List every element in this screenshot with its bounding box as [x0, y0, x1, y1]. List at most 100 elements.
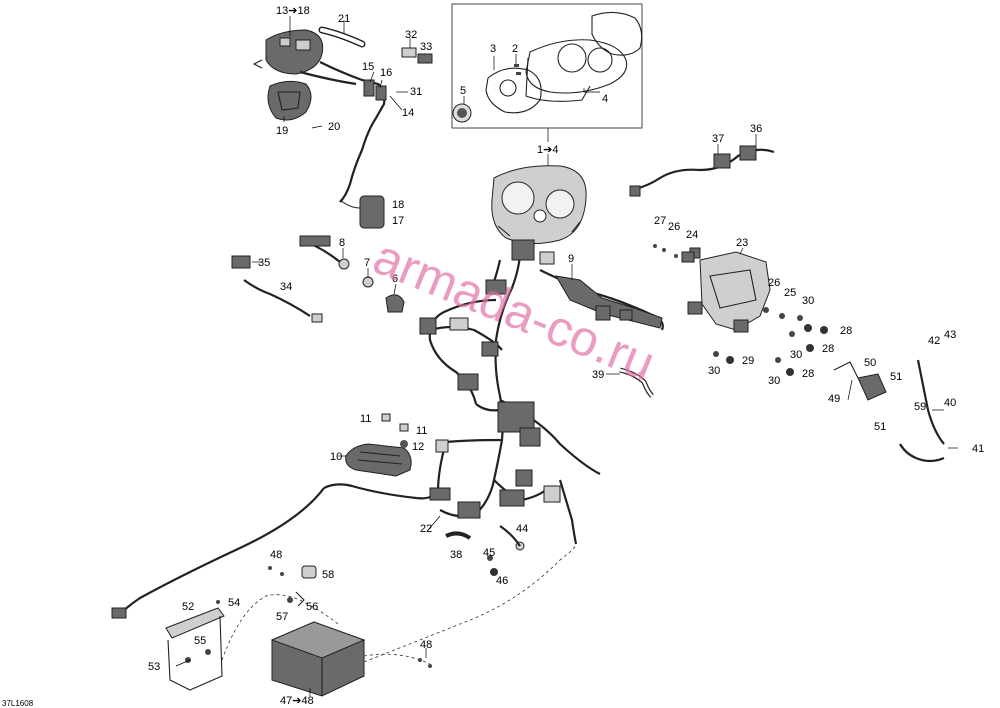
label-30d: 30	[768, 375, 780, 387]
label-51a: 51	[890, 371, 902, 383]
label-30a: 30	[802, 295, 814, 307]
screw-part	[514, 64, 521, 75]
label-20: 20	[328, 121, 340, 133]
label-2: 2	[512, 43, 518, 55]
gauge-housing-part	[525, 39, 628, 102]
connector-15-16	[363, 79, 387, 101]
connector-8-part	[299, 235, 350, 270]
label-56: 56	[306, 601, 318, 613]
label-10: 10	[330, 451, 342, 463]
switch-wire	[319, 61, 386, 203]
label-3: 3	[490, 43, 496, 55]
switch-18-17-part	[339, 195, 385, 229]
callout-labels: 13➔18 21 32 33 15 16 31 14 19 20 18 17 3…	[2, 5, 984, 708]
label-44: 44	[516, 523, 528, 535]
label-15: 15	[362, 61, 374, 73]
handlebar-switch-housing	[252, 29, 324, 75]
label-6: 6	[392, 273, 398, 285]
label-58: 58	[322, 569, 334, 581]
battery-part	[270, 621, 366, 697]
battery-dashed-lines	[221, 543, 577, 665]
hardware-56-58	[268, 565, 317, 607]
label-35: 35	[258, 257, 270, 269]
diagram-code: 37L1608	[2, 699, 34, 708]
hardware-11-12	[381, 413, 409, 448]
label-32: 32	[405, 29, 417, 41]
label-26a: 26	[668, 221, 680, 233]
rocker-switch-part	[231, 255, 251, 269]
label-36: 36	[750, 123, 762, 135]
gauge-lens	[485, 67, 542, 114]
label-22: 22	[420, 523, 432, 535]
part-38	[445, 531, 472, 540]
gauge-cluster-part	[491, 165, 587, 244]
label-33: 33	[420, 41, 432, 53]
wire-36-37	[629, 145, 775, 197]
label-40: 40	[944, 397, 956, 409]
fuse-box-part	[555, 275, 663, 329]
label-30c: 30	[708, 365, 720, 377]
label-42: 42	[928, 335, 940, 347]
label-31: 31	[410, 86, 422, 98]
label-48a: 48	[270, 549, 282, 561]
voltage-regulator-part	[345, 443, 412, 477]
label-49: 49	[828, 393, 840, 405]
label-1-4: 1➔4	[537, 144, 558, 156]
label-37: 37	[712, 133, 724, 145]
label-53: 53	[148, 661, 160, 673]
label-46: 46	[496, 575, 508, 587]
label-54: 54	[228, 597, 240, 609]
gauge-gasket-ring	[591, 11, 643, 56]
label-12: 12	[412, 441, 424, 453]
label-45: 45	[483, 547, 495, 559]
harness-connectors	[111, 239, 561, 619]
sensor-50-part	[833, 361, 887, 401]
label-25: 25	[784, 287, 796, 299]
label-29: 29	[742, 355, 754, 367]
label-28b: 28	[822, 343, 834, 355]
label-57: 57	[276, 611, 288, 623]
small-gauge-part	[452, 103, 472, 123]
label-17: 17	[392, 215, 404, 227]
label-55: 55	[194, 635, 206, 647]
label-30b: 30	[790, 349, 802, 361]
label-28c: 28	[802, 368, 814, 380]
label-43: 43	[944, 329, 956, 341]
label-38: 38	[450, 549, 462, 561]
label-51b: 51	[874, 421, 886, 433]
label-39: 39	[592, 369, 604, 381]
label-47-48: 47➔48	[280, 695, 314, 707]
battery-bracket-part	[165, 600, 225, 691]
bracket-23-part	[687, 247, 771, 333]
hardware-48-right	[418, 658, 432, 668]
label-24: 24	[686, 229, 698, 241]
key-switch-parts	[362, 276, 405, 313]
label-4: 4	[602, 93, 608, 105]
label-21: 21	[338, 13, 350, 25]
gauge-inset-frame	[451, 3, 643, 129]
label-28a: 28	[840, 325, 852, 337]
label-9: 9	[568, 253, 574, 265]
label-26b: 26	[768, 277, 780, 289]
label-11b: 11	[416, 425, 427, 437]
label-8: 8	[339, 237, 345, 249]
hardware-44-46	[487, 525, 525, 576]
switch-base-part	[267, 80, 312, 121]
wire-34	[243, 279, 311, 317]
label-34: 34	[280, 281, 292, 293]
label-52: 52	[182, 601, 194, 613]
hardware-25-30	[713, 307, 828, 376]
label-48b: 48	[420, 639, 432, 651]
label-50: 50	[864, 357, 876, 369]
hardware-26-27	[653, 244, 678, 258]
label-7: 7	[364, 257, 370, 269]
label-16: 16	[380, 67, 392, 79]
connector-pair-part	[401, 47, 433, 64]
label-18: 18	[392, 199, 404, 211]
label-14: 14	[402, 107, 414, 119]
label-41: 41	[972, 443, 984, 455]
part-24	[681, 251, 695, 263]
label-59: 59	[914, 401, 926, 413]
label-5: 5	[460, 85, 466, 97]
